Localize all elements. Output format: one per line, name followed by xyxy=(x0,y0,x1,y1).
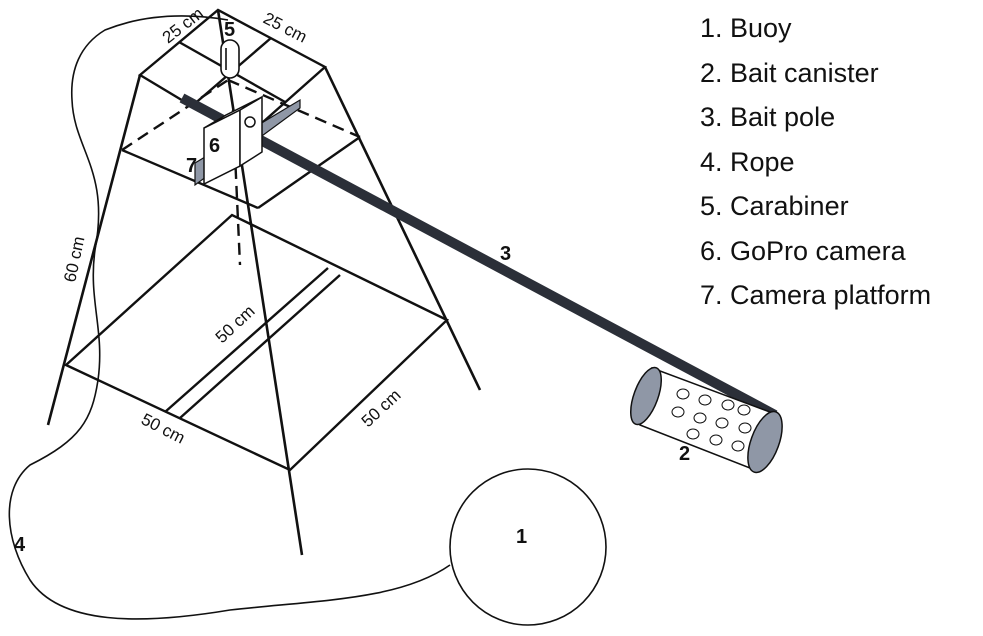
callout-rope: 4 xyxy=(14,534,26,556)
rope-line xyxy=(8,15,451,620)
bait-canister xyxy=(630,366,783,474)
bait-pole xyxy=(179,93,778,420)
callout-buoy: 1 xyxy=(516,526,527,548)
gopro-camera xyxy=(203,95,263,186)
buoy-circle xyxy=(449,468,607,626)
dim-diagonal: 50 cm xyxy=(212,301,259,346)
carabiner-icon xyxy=(220,39,240,79)
legend-item-rope: 4. Rope xyxy=(700,146,795,177)
legend-item-gopro: 6. GoPro camera xyxy=(700,235,906,266)
callout-gopro: 6 xyxy=(209,135,220,157)
bottom-square xyxy=(63,213,450,472)
dim-base-right: 50 cm xyxy=(358,385,405,430)
legend-item-bait-pole: 3. Bait pole xyxy=(700,102,836,132)
legend-item-platform: 7. Camera platform xyxy=(700,280,932,310)
dim-base-left: 50 cm xyxy=(138,410,188,448)
middle-square xyxy=(121,136,361,210)
callout-bait-canister: 2 xyxy=(679,443,690,465)
legend-item-carabiner: 5. Carabiner xyxy=(700,191,849,221)
legend: 1. Buoy 2. Bait canister 3. Bait pole 4.… xyxy=(700,6,931,318)
frame-legs xyxy=(46,9,482,556)
legend-item-bait-canister: 2. Bait canister xyxy=(700,57,879,88)
legend-item-buoy: 1. Buoy xyxy=(700,13,792,43)
callout-bait-pole: 3 xyxy=(500,243,511,265)
dim-height: 60 cm xyxy=(60,235,88,284)
callout-platform: 7 xyxy=(186,155,197,177)
callout-carabiner: 5 xyxy=(224,19,235,41)
